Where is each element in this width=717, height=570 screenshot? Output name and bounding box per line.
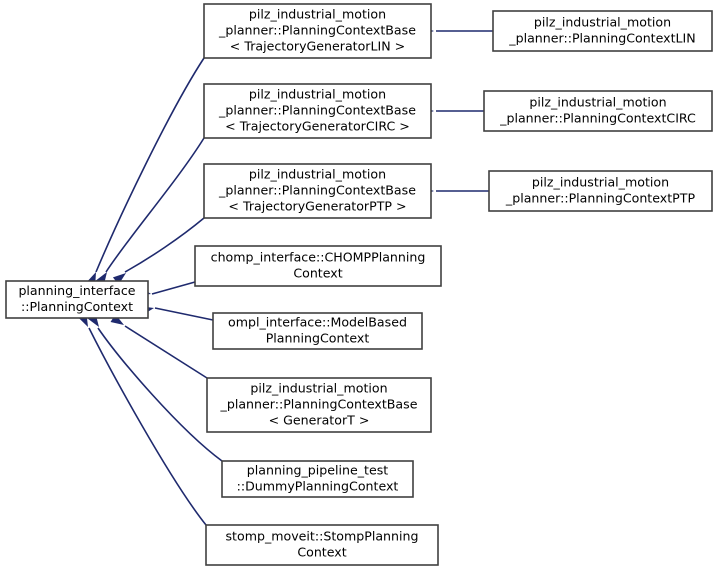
edge-dummy-to-base <box>97 327 223 462</box>
planning-context-base-generatort-node[interactable]: pilz_industrial_motion_planner::Planning… <box>206 377 432 433</box>
leaf-class-label-line-1: pilz_industrial_motion <box>532 174 669 189</box>
leaf-class-box[interactable] <box>483 90 713 132</box>
edge-chomp-to-base <box>151 281 196 295</box>
edge-circ-to-base <box>105 137 205 273</box>
leaf-class-box[interactable] <box>488 170 713 212</box>
derived-class-label-line-1: pilz_industrial_motion <box>249 166 386 181</box>
derived-class-box[interactable] <box>212 312 423 350</box>
derived-class-label-line-1: pilz_industrial_motion <box>250 380 387 395</box>
leaf-class-label-line-2: _planner::PlanningContextLIN <box>508 31 695 46</box>
derived-class-box[interactable] <box>205 524 439 566</box>
planning-context-base-lin-node[interactable]: pilz_industrial_motion_planner::Planning… <box>203 3 432 59</box>
planning-context-lin-node[interactable]: pilz_industrial_motion_planner::Planning… <box>492 10 713 52</box>
derived-class-box[interactable] <box>206 377 432 433</box>
derived-class-label-line-1: planning_pipeline_test <box>247 462 388 477</box>
planning-context-circ-node[interactable]: pilz_industrial_motion_planner::Planning… <box>483 90 713 132</box>
derived-class-label-line-2: _planner::PlanningContextBase <box>218 23 416 38</box>
edge-stomp-to-base <box>88 327 207 526</box>
derived-class-box[interactable] <box>203 163 432 219</box>
derived-class-label-line-3: < TrajectoryGeneratorCIRC > <box>225 119 410 134</box>
leaf-class-label-line-1: pilz_industrial_motion <box>529 94 666 109</box>
base-class-label-line-2: ::PlanningContext <box>21 299 133 314</box>
derived-class-box[interactable] <box>194 245 442 287</box>
derived-class-box[interactable] <box>203 83 432 139</box>
edges-layer <box>88 30 493 526</box>
arrowhead-ptp-to-base <box>112 273 126 285</box>
derived-class-label-line-2: PlanningContext <box>266 331 370 346</box>
edge-lin-to-base <box>95 57 205 273</box>
edge-ompl-to-base <box>154 307 214 321</box>
class-nodes-layer: planning_interface::PlanningContextpilz_… <box>5 3 713 566</box>
base-class-box[interactable] <box>5 280 149 319</box>
derived-class-label-line-1: pilz_industrial_motion <box>249 6 386 21</box>
derived-class-label-line-2: Context <box>297 545 346 560</box>
leaf-class-box[interactable] <box>492 10 713 52</box>
planning-context-ptp-node[interactable]: pilz_industrial_motion_planner::Planning… <box>488 170 713 212</box>
arrow-triangle-icon <box>112 273 126 285</box>
derived-class-label-line-1: chomp_interface::CHOMPPlanning <box>211 249 426 264</box>
derived-class-label-line-3: < TrajectoryGeneratorPTP > <box>228 199 406 214</box>
derived-class-box[interactable] <box>203 3 432 59</box>
derived-class-label-line-2: _planner::PlanningContextBase <box>220 397 418 412</box>
planning-context-base-circ-node[interactable]: pilz_industrial_motion_planner::Planning… <box>203 83 432 139</box>
derived-class-label-line-2: ::DummyPlanningContext <box>237 479 399 494</box>
dummy-planning-context-node[interactable]: planning_pipeline_test::DummyPlanningCon… <box>221 460 414 498</box>
derived-class-label-line-2: Context <box>293 266 342 281</box>
leaf-class-label-line-2: _planner::PlanningContextPTP <box>505 191 696 206</box>
derived-class-label-line-1: pilz_industrial_motion <box>249 86 386 101</box>
derived-class-label-line-3: < TrajectoryGeneratorLIN > <box>230 39 405 54</box>
planning-context-base-node[interactable]: planning_interface::PlanningContext <box>5 280 149 319</box>
derived-class-label-line-3: < GeneratorT > <box>269 413 370 428</box>
edge-generatort-to-base <box>124 325 208 379</box>
leaf-class-label-line-1: pilz_industrial_motion <box>534 14 671 29</box>
planning-context-base-ptp-node[interactable]: pilz_industrial_motion_planner::Planning… <box>203 163 432 219</box>
derived-class-label-line-2: _planner::PlanningContextBase <box>218 103 416 118</box>
ompl-model-based-planning-context-node[interactable]: ompl_interface::ModelBasedPlanningContex… <box>212 312 423 350</box>
derived-class-label-line-1: stomp_moveit::StompPlanning <box>225 528 418 543</box>
edge-ptp-to-base <box>124 217 205 273</box>
base-class-label-line-1: planning_interface <box>18 283 135 298</box>
leaf-class-label-line-2: _planner::PlanningContextCIRC <box>499 111 696 126</box>
derived-class-label-line-2: _planner::PlanningContextBase <box>218 183 416 198</box>
derived-class-box[interactable] <box>221 460 414 498</box>
derived-class-label-line-1: ompl_interface::ModelBased <box>228 314 407 329</box>
